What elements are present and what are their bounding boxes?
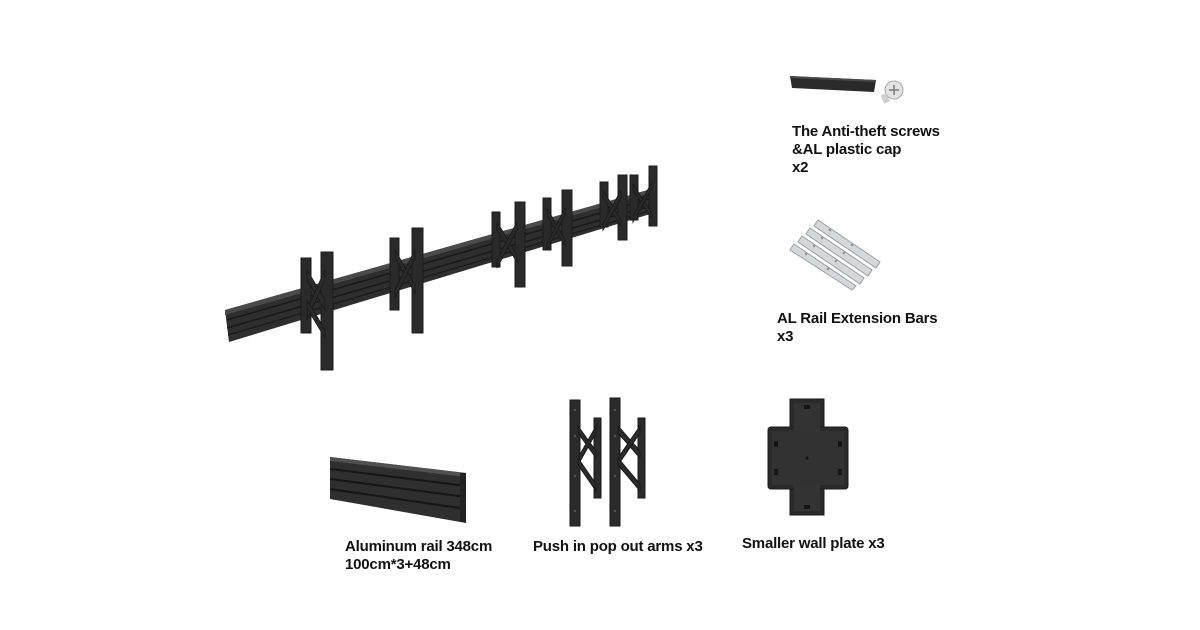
extension-bars-caption: AL Rail Extension Bars x3 — [777, 310, 938, 346]
pop-out-arms-image — [566, 396, 652, 530]
screws-caption-line-1: The Anti-theft screws — [792, 123, 940, 140]
extension-bars-caption-line-2: x3 — [777, 328, 794, 345]
wall-plate-caption-line-1: Smaller wall plate x3 — [742, 535, 885, 552]
screws-caption-line-2: &AL plastic cap — [792, 141, 902, 158]
rail-caption: Aluminum rail 348cm 100cm*3+48cm — [345, 538, 492, 574]
screws-caption: The Anti-theft screws &AL plastic cap x2 — [792, 123, 940, 177]
rail-caption-line-2: 100cm*3+48cm — [345, 556, 451, 573]
screws-caption-line-3: x2 — [792, 159, 809, 176]
extension-bars-caption-line-1: AL Rail Extension Bars — [777, 310, 938, 327]
wall-plate-image — [766, 397, 850, 517]
rail-caption-line-1: Aluminum rail 348cm — [345, 538, 493, 555]
extension-bars-image — [789, 218, 885, 291]
assembled-videowall-mount-image — [225, 160, 665, 375]
wall-plate-caption: Smaller wall plate x3 — [742, 535, 885, 553]
arms-caption-line-1: Push in pop out arms x3 — [533, 538, 703, 555]
arms-caption: Push in pop out arms x3 — [533, 538, 703, 556]
aluminum-rail-image — [328, 455, 470, 527]
anti-theft-screws-image — [788, 72, 913, 106]
